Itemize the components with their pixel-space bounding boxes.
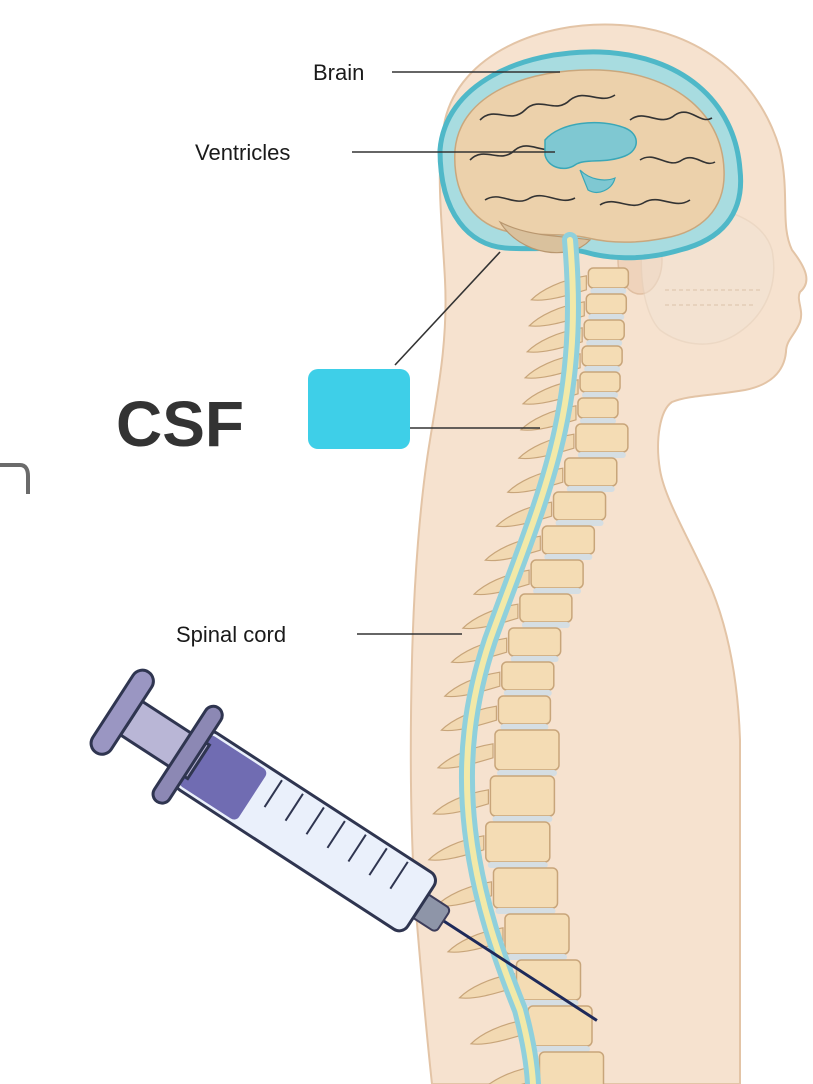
- vertebra: [584, 320, 624, 340]
- ventricles-label: Ventricles: [195, 140, 290, 165]
- vertebra: [588, 268, 628, 288]
- intervertebral-disc: [497, 770, 557, 776]
- intervertebral-disc: [582, 392, 618, 398]
- vertebra: [498, 696, 550, 724]
- vertebra: [576, 424, 628, 452]
- vertebra: [531, 560, 583, 588]
- vertebra: [520, 594, 572, 622]
- vertebra: [582, 346, 622, 366]
- intervertebral-disc: [507, 954, 567, 960]
- vertebra: [554, 492, 606, 520]
- vertebra: [509, 628, 561, 656]
- intervertebral-disc: [522, 622, 570, 628]
- intervertebral-disc: [578, 452, 626, 458]
- intervertebral-disc: [496, 908, 556, 914]
- csf-label: CSF: [116, 388, 244, 460]
- intervertebral-disc: [488, 862, 548, 868]
- vertebra: [495, 730, 559, 770]
- brain-label: Brain: [313, 60, 364, 85]
- vertebra: [580, 372, 620, 392]
- vertebra: [586, 294, 626, 314]
- vertebra: [494, 868, 558, 908]
- intervertebral-disc: [590, 288, 626, 294]
- intervertebral-disc: [580, 418, 616, 424]
- spinal-cord-label: Spinal cord: [176, 622, 286, 647]
- vertebra: [490, 776, 554, 816]
- intervertebral-disc: [533, 588, 581, 594]
- intervertebral-disc: [511, 656, 559, 662]
- intervertebral-disc: [586, 340, 622, 346]
- vertebra: [502, 662, 554, 690]
- intervertebral-disc: [588, 314, 624, 320]
- csf-swatch: [308, 369, 410, 449]
- intervertebral-disc: [556, 520, 604, 526]
- intervertebral-disc: [504, 690, 552, 696]
- intervertebral-disc: [584, 366, 620, 372]
- intervertebral-disc: [567, 486, 615, 492]
- vertebra: [517, 960, 581, 1000]
- vertebra: [486, 822, 550, 862]
- intervertebral-disc: [492, 816, 552, 822]
- vertebra: [505, 914, 569, 954]
- vertebra: [565, 458, 617, 486]
- intervertebral-disc: [544, 554, 592, 560]
- vertebra: [542, 526, 594, 554]
- intervertebral-disc: [530, 1046, 590, 1052]
- left-edge-mark: [0, 465, 28, 494]
- vertebra: [578, 398, 618, 418]
- vertebra: [540, 1052, 604, 1084]
- intervertebral-disc: [500, 724, 548, 730]
